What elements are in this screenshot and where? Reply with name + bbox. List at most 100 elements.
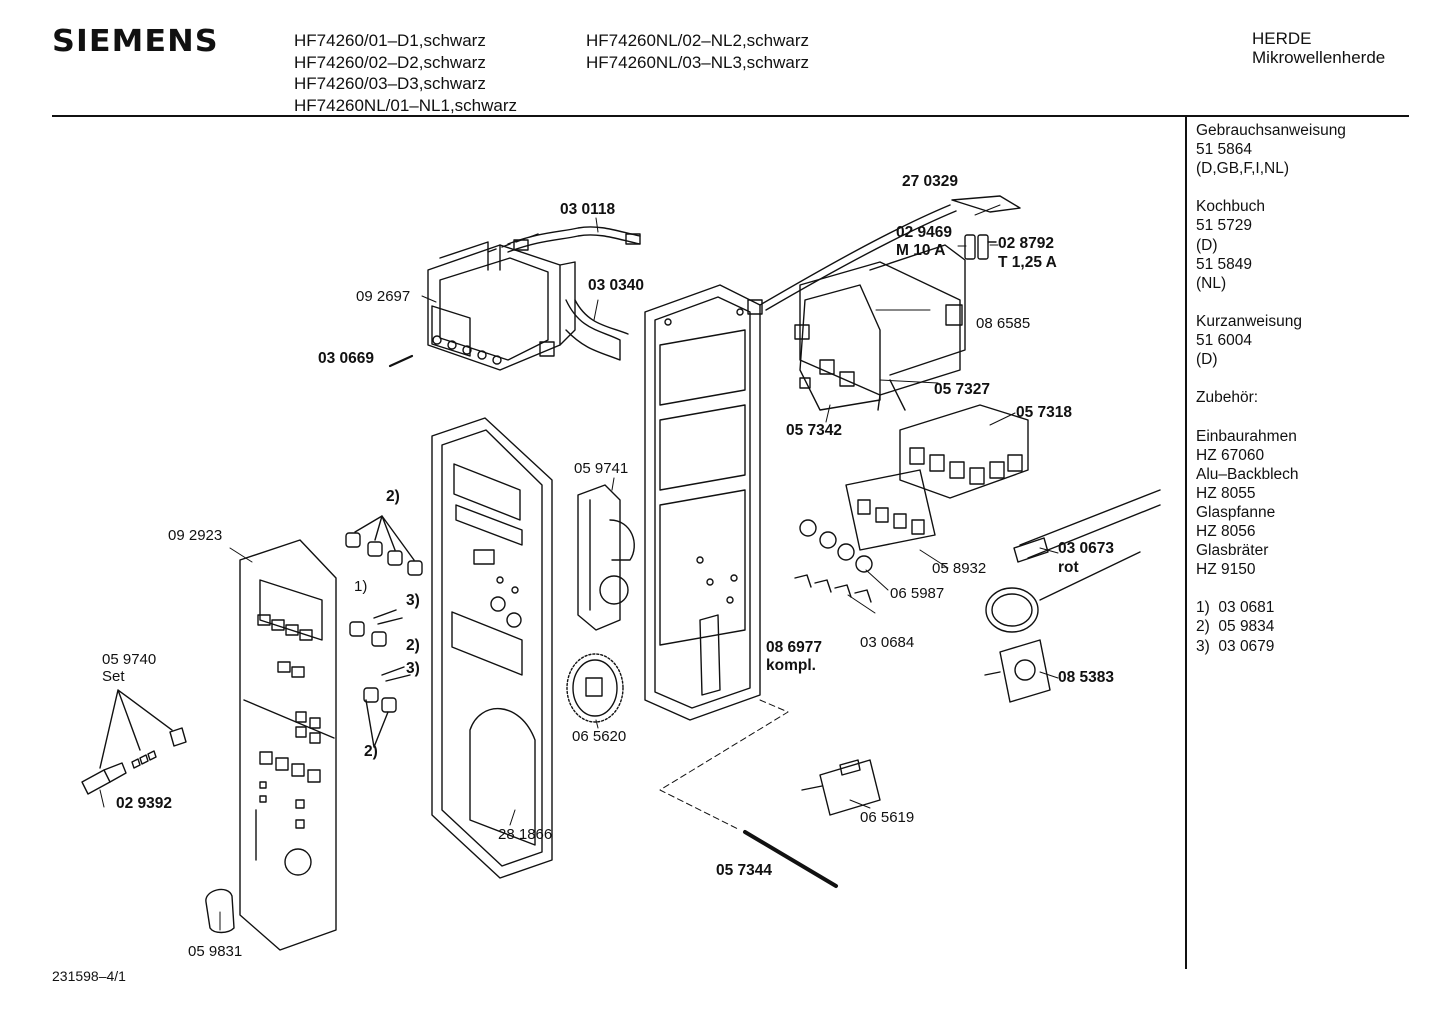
model-entry: HF74260NL/02–NL2,schwarz: [586, 31, 810, 50]
sidebar-line: Kurzanweisung: [1196, 312, 1302, 330]
sidebar-line: (D): [1196, 351, 1218, 369]
part-label-t125a: T 1,25 A: [998, 254, 1057, 271]
sidebar-line: Kochbuch: [1196, 198, 1265, 216]
part-label-085383: 08 5383: [1058, 669, 1115, 686]
contact-strip-part: [795, 575, 871, 602]
sidebar-line: Glasbräter: [1196, 542, 1269, 560]
part-label-note2c: 2): [364, 743, 378, 760]
button-set-part: [346, 516, 422, 747]
part-label-note3b: 3): [406, 660, 420, 677]
category-block: HERDE Mikrowellenherde: [1252, 29, 1385, 67]
exploded-view-drawing: [0, 0, 1180, 1000]
part-label-059741: 05 9741: [574, 460, 629, 477]
sidebar-line: [1196, 407, 1346, 426]
part-label-note1: 1): [354, 578, 368, 595]
model-entry: HF74260NL/01–NL1,schwarz: [294, 95, 518, 115]
shaft-part: [745, 832, 836, 886]
part-label-note2b: 2): [406, 637, 420, 654]
ribbon-cable-part: [508, 227, 640, 360]
sidebar-line: (D): [1196, 236, 1218, 254]
part-label-065620: 06 5620: [572, 728, 627, 745]
leader-lines: [100, 205, 1058, 930]
sidebar-line: (NL): [1196, 274, 1227, 292]
pin-part: [390, 356, 412, 366]
part-label-029392: 02 9392: [116, 795, 173, 812]
part-label-057344: 05 7344: [716, 862, 773, 879]
sidebar-line: Einbaurahmen: [1196, 427, 1297, 445]
model-entry: HF74260/03–D3,schwarz: [294, 74, 486, 93]
sidebar-line: HZ 8055: [1196, 484, 1256, 502]
part-label-030669: 03 0669: [318, 350, 375, 367]
switch-block-part: [578, 485, 634, 630]
header-divider: [52, 115, 1409, 117]
sidebar-line: [1196, 579, 1346, 598]
timer-switch-part: [802, 760, 880, 815]
knob-part: [206, 889, 234, 932]
part-label-028792: 02 8792: [998, 235, 1055, 252]
part-label-092923: 09 2923: [168, 527, 223, 544]
sidebar-line: (D,GB,F,I,NL): [1196, 160, 1290, 178]
part-label-086585: 08 6585: [976, 315, 1031, 332]
part-label-058932: 05 8932: [932, 560, 987, 577]
category-subtitle: Mikrowellenherde: [1252, 48, 1386, 67]
part-label-092697: 09 2697: [356, 288, 411, 305]
model-entry: HF74260NL/03–NL3,schwarz: [586, 52, 810, 72]
temperature-sensor-part: [986, 490, 1160, 632]
part-label-057342: 05 7342: [786, 422, 843, 439]
sidebar-line: Glaspfanne: [1196, 503, 1276, 521]
part-label-030340: 03 0340: [588, 277, 645, 294]
inner-panel-part: [432, 418, 552, 878]
brand-logo: SIEMENS: [52, 24, 219, 59]
housing-frame-part: [645, 285, 760, 720]
sidebar-line: HZ 9150: [1196, 561, 1256, 579]
model-list-right: HF74260NL/02–NL2,schwarz HF74260NL/03–NL…: [586, 30, 809, 73]
part-label-set: Set: [102, 668, 125, 685]
model-entry: HF74260/01–D1,schwarz: [294, 31, 486, 50]
switch-bracket-part: [846, 470, 935, 550]
gear-disk-part: [567, 654, 623, 722]
assembly-guide-lines: [660, 700, 788, 830]
sidebar-line: [1196, 293, 1346, 312]
sidebar-line: 51 5864: [1196, 141, 1253, 159]
selector-knob-part: [800, 520, 872, 572]
part-label-030684: 03 0684: [860, 634, 915, 651]
sidebar-line: Gebrauchsanweisung: [1196, 122, 1346, 139]
sidebar-divider: [1185, 117, 1187, 969]
sidebar-line: 3) 03 0679: [1196, 637, 1275, 655]
part-label-note3a: 3): [406, 592, 420, 609]
part-label-030118: 03 0118: [560, 201, 616, 218]
part-label-kompl: kompl.: [766, 657, 816, 674]
part-label-note2a: 2): [386, 488, 400, 505]
part-label-030673: 03 0673: [1058, 540, 1115, 557]
part-label-065619: 06 5619: [860, 809, 915, 826]
part-label-086977: 08 6977: [766, 639, 823, 656]
part-label-270329: 27 0329: [902, 173, 959, 190]
display-module-part: [428, 234, 575, 370]
sidebar-line: Alu–Backblech: [1196, 465, 1299, 483]
sidebar-line: [1196, 178, 1346, 197]
fascia-panel-part: [240, 540, 336, 950]
sidebar-line: 1) 03 0681: [1196, 599, 1275, 617]
model-entry: HF74260/02–D2,schwarz: [294, 52, 486, 72]
part-label-065987: 06 5987: [890, 585, 945, 602]
knob-spring-set-part: [82, 690, 186, 794]
sidebar-line: [1196, 369, 1346, 388]
switch-assembly-part: [900, 405, 1028, 498]
part-label-rot: rot: [1058, 559, 1079, 576]
sidebar-line: HZ 8056: [1196, 522, 1256, 540]
part-label-281866: 28 1866: [498, 826, 553, 843]
sidebar-line: 51 6004: [1196, 332, 1253, 350]
model-list-left: HF74260/01–D1,schwarz HF74260/02–D2,schw…: [294, 30, 517, 116]
part-label-057318: 05 7318: [1016, 404, 1073, 421]
sidebar-info: Gebrauchsanweisung 51 5864 (D,GB,F,I,NL)…: [1196, 121, 1346, 656]
wire-harness-part: [748, 196, 1020, 314]
sidebar-line: 2) 05 9834: [1196, 618, 1275, 636]
pcb-assembly-part: [795, 245, 965, 410]
sidebar-line: 51 5729: [1196, 217, 1253, 235]
part-label-029469: 02 9469: [896, 224, 953, 241]
thermostat-part: [985, 640, 1050, 702]
part-label-059740: 05 9740: [102, 651, 157, 668]
category-title: HERDE: [1252, 29, 1312, 48]
part-label-057327: 05 7327: [934, 381, 991, 398]
